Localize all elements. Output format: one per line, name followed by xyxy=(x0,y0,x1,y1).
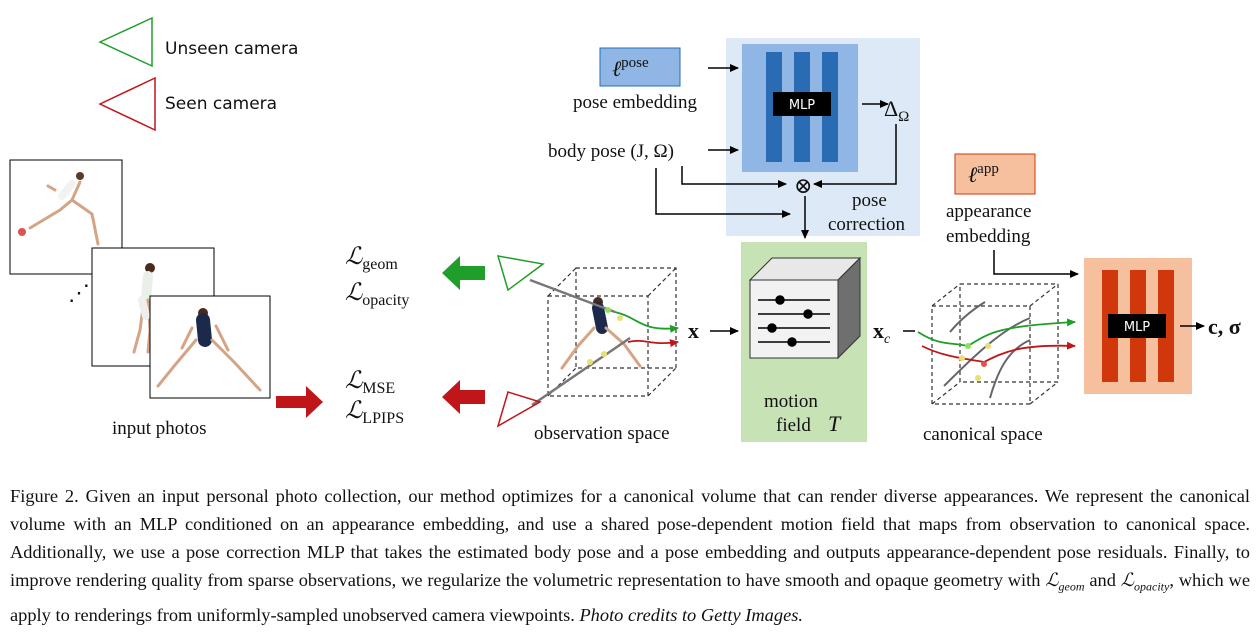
caption-text: Figure 2. Given an input personal photo … xyxy=(10,486,1250,590)
caption-loss-geom: ℒgeom xyxy=(1045,570,1085,594)
unseen-camera-icon xyxy=(98,16,153,68)
canonical-space-cube xyxy=(931,283,1059,405)
body-pose-label: body pose (J, Ω) xyxy=(548,141,674,162)
player-figure-1 xyxy=(18,172,100,246)
canonical-point xyxy=(965,343,971,349)
unseen-camera-obs-icon xyxy=(496,255,545,292)
observation-space-label: observation space xyxy=(534,423,670,444)
pose-correction-label-2: correction xyxy=(828,214,906,235)
motion-label-2: field xyxy=(776,415,811,436)
sample-point xyxy=(601,351,607,357)
appearance-embedding-symbol: ℓapp xyxy=(968,161,999,187)
red-canonical-path xyxy=(921,341,1076,363)
loss-geom: ℒgeom xyxy=(345,244,398,273)
motion-field-cube xyxy=(748,256,862,360)
caption-and: and xyxy=(1084,570,1121,590)
legend-seen-label: Seen camera xyxy=(165,94,277,114)
pose-embedding-box xyxy=(599,47,681,87)
canonical-point xyxy=(959,355,965,361)
pose-mlp-label-box xyxy=(773,92,831,116)
sliders-icon xyxy=(758,295,830,347)
pose-embedding-symbol: ℓpose xyxy=(612,55,649,81)
input-to-observation-arrow xyxy=(276,386,323,418)
output-label: c, σ xyxy=(1208,314,1241,339)
green-loss-arrow xyxy=(442,256,485,290)
motion-label-1: motion xyxy=(764,391,818,412)
green-warp-path xyxy=(614,311,679,333)
sample-point xyxy=(605,307,611,313)
observation-space-cube xyxy=(547,267,677,397)
omega-to-otimes-arrow xyxy=(681,166,787,188)
canonical-point xyxy=(981,361,987,367)
ellipsis: ⋰ xyxy=(68,280,90,305)
green-canonical-path xyxy=(917,318,1076,347)
canonical-point xyxy=(975,375,981,381)
legend: Unseen camera Seen camera xyxy=(98,16,298,132)
appearance-embedding-label-1: appearance xyxy=(946,201,1031,222)
red-loss-arrow xyxy=(442,380,485,414)
delta-omega: ΔΩ xyxy=(884,96,909,125)
appearance-mlp-label: MLP xyxy=(1124,320,1150,335)
pose-mlp-label: MLP xyxy=(789,98,815,113)
caption-credits: Photo credits to Getty Images. xyxy=(579,604,803,625)
otimes-symbol: ⊗ xyxy=(794,173,812,198)
appearance-arrow xyxy=(993,250,1079,278)
seen-camera-icon xyxy=(98,76,156,132)
caption-suffix: , which we apply to renderings from unif… xyxy=(10,570,1250,625)
figure-caption: Figure 2. Given an input personal photo … xyxy=(10,482,1250,629)
sample-point xyxy=(617,315,623,321)
seen-camera-obs-icon xyxy=(496,391,542,428)
appearance-embedding-box xyxy=(954,153,1036,195)
unseen-ray xyxy=(529,278,616,314)
canonical-point xyxy=(985,343,991,349)
caption-loss-opacity: ℒopacity xyxy=(1120,570,1170,594)
pose-embedding-label: pose embedding xyxy=(573,92,698,113)
loss-opacity: ℒopacity xyxy=(345,280,409,309)
canonical-space-label: canonical space xyxy=(923,424,1043,445)
loss-lpips: ℒLPIPS xyxy=(345,398,404,427)
seen-ray xyxy=(531,336,631,407)
observation-figure xyxy=(560,297,642,370)
losses: ℒgeom ℒopacity ℒMSE ℒLPIPS xyxy=(345,244,409,427)
pose-correction-label-1: pose xyxy=(852,190,887,211)
j-to-correction-arrow xyxy=(655,168,791,218)
appearance-embedding-label-2: embedding xyxy=(946,226,1031,247)
legend-unseen-label: Unseen camera xyxy=(165,39,298,59)
input-photos-stack: ⋰ input photos xyxy=(9,159,271,439)
motion-symbol: T xyxy=(828,411,842,436)
method-diagram: Unseen camera Seen camera ⋰ xyxy=(9,16,1241,445)
loss-mse: ℒMSE xyxy=(345,368,395,397)
input-photos-label: input photos xyxy=(112,418,206,439)
x-label: x xyxy=(688,318,699,343)
sample-point xyxy=(587,359,593,365)
appearance-mlp-label-box xyxy=(1108,314,1166,338)
player-figure-3 xyxy=(156,308,262,392)
xc-label: xc xyxy=(873,318,891,347)
delta-to-otimes-arrow xyxy=(813,124,897,188)
red-warp-path xyxy=(627,339,679,348)
